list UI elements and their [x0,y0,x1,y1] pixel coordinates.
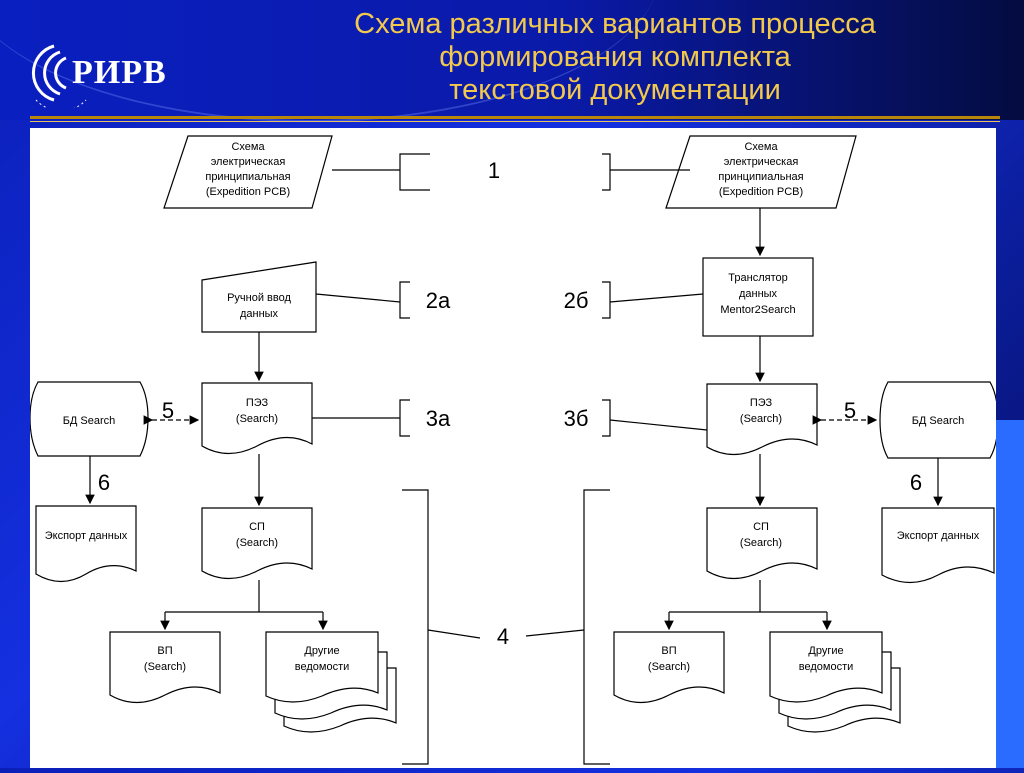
label-5-left: 5 [162,398,174,423]
right-schema-line1: Схема [744,141,778,153]
left-pez-line2: (Search) [236,413,278,425]
right-translator-line3: Mentor2Search [720,304,795,316]
right-schema-line3: принципиальная [718,171,803,183]
left-other-stack [265,631,397,733]
title-line: формирования комплекта [439,41,791,73]
right-export-node [881,507,995,584]
right-pez-node [706,383,818,456]
left-manual-line2: данных [240,308,279,320]
right-schema-line4: (Expedition PCB) [719,186,803,198]
left-schema-line3: принципиальная [205,171,290,183]
right-vp-node [613,631,725,704]
right-sp-node [706,507,818,580]
decorative-panel [996,420,1024,768]
right-schema-node [665,135,857,209]
left-pez-line1: ПЭЗ [246,397,269,409]
right-vp-line1: ВП [661,645,676,657]
label-2b: 2б [564,288,589,313]
right-sp-line1: СП [753,521,769,533]
label-2a: 2а [426,288,451,313]
left-schema-line2: электрическая [211,156,286,168]
title-separator [30,116,1000,119]
right-other-stack [769,631,901,733]
right-schema-line2: электрическая [724,156,799,168]
logo-text: РИРВ [72,54,167,91]
left-vp-node [109,631,221,704]
left-manual-input-node [201,261,317,333]
right-pez-line1: ПЭЗ [750,397,773,409]
left-other-line1: Другие [304,645,339,657]
logo-emblem-icon [31,44,87,108]
left-vp-line1: ВП [157,645,172,657]
left-sp-line1: СП [249,521,265,533]
left-manual-line1: Ручной ввод [227,292,291,304]
label-3b: 3б [564,406,589,431]
process-diagram: Схема электрическая принципиальная (Expe… [29,135,999,765]
label-6-right: 6 [910,470,922,495]
right-sp-line2: (Search) [740,537,782,549]
label-3a: 3а [426,406,451,431]
right-other-line1: Другие [808,645,843,657]
right-db-label: БД Search [912,415,965,427]
label-5-right: 5 [844,398,856,423]
title-bar [0,0,1024,122]
right-other-line2: ведомости [799,661,854,673]
label-6-left: 6 [98,470,110,495]
label-1: 1 [488,158,500,183]
right-vp-line2: (Search) [648,661,690,673]
label-4: 4 [497,624,509,649]
left-export-node [35,505,137,583]
right-export-label: Экспорт данных [897,530,980,542]
right-translator-node [702,257,814,337]
left-sp-node [201,507,313,580]
right-pez-line2: (Search) [740,413,782,425]
left-schema-node [163,135,333,209]
connectors [85,153,943,765]
left-vp-line2: (Search) [144,661,186,673]
right-translator-line1: Транслятор [728,272,787,284]
diagram-canvas: Схема электрическая принципиальная (Expe… [29,128,999,768]
left-db-node [29,381,149,457]
left-export-label: Экспорт данных [45,530,128,542]
slide-title: Схема различных вариантов процесса форми… [270,8,960,107]
left-sp-line2: (Search) [236,537,278,549]
right-translator-line2: данных [739,288,778,300]
left-db-label: БД Search [63,415,116,427]
title-line: текстовой документации [449,74,781,106]
left-schema-line4: (Expedition PCB) [206,186,290,198]
left-pez-node [201,382,313,455]
left-schema-line1: Схема [231,141,265,153]
title-separator-thin [30,121,1000,122]
title-line: Схема различных вариантов процесса [354,8,876,40]
left-other-line2: ведомости [295,661,350,673]
